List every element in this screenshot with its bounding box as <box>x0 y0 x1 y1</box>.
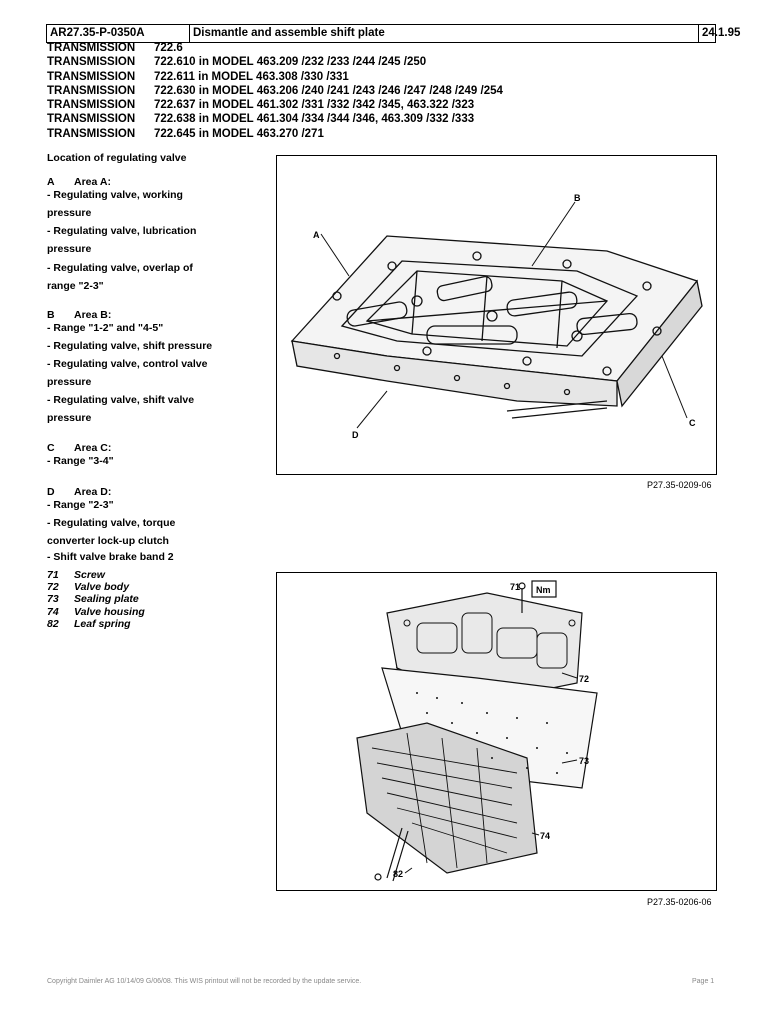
transmission-value: 722.6 <box>154 42 183 54</box>
area-d-line: - Range "2-3" <box>47 499 114 511</box>
assembly-figure: Nm 71 72 73 74 82 <box>276 572 717 891</box>
figure1-caption: P27.35-0209-06 <box>647 480 712 490</box>
assembly-drawing: Nm 71 72 73 74 82 <box>356 580 598 882</box>
transmission-row: TRANSMISSION 722.637 in MODEL 461.302 /33… <box>47 98 503 112</box>
callout-73: 73 <box>579 756 589 766</box>
area-d-line: converter lock-up clutch <box>47 535 169 547</box>
transmission-list: TRANSMISSION 722.6 TRANSMISSION 722.610 in… <box>47 41 503 141</box>
area-c-title-text: Area C: <box>74 442 112 454</box>
transmission-row: TRANSMISSION 722.6 <box>47 41 503 55</box>
area-a-line: - Regulating valve, working <box>47 189 183 201</box>
part-row: 73 Sealing plate <box>47 593 145 605</box>
area-b-line: - Regulating valve, control valve <box>47 358 208 370</box>
callout-74: 74 <box>540 831 550 841</box>
part-name: Screw <box>74 569 105 581</box>
area-a-line: pressure <box>47 243 92 255</box>
part-row: 71 Screw <box>47 569 145 581</box>
area-b-title: B Area B: <box>47 309 111 322</box>
shift-plate-figure: A B C D <box>276 155 717 475</box>
callout-71: 71 <box>510 582 520 592</box>
transmission-value: 722.610 in MODEL 463.209 /232 /233 /244 … <box>154 56 427 69</box>
transmission-row: TRANSMISSION 722.630 in MODEL 463.206 /24… <box>47 84 503 98</box>
callout-72: 72 <box>579 674 589 684</box>
figure2-caption: P27.35-0206-06 <box>647 897 712 907</box>
transmission-label: TRANSMISSION <box>47 84 136 97</box>
area-b-letter: B <box>47 309 55 321</box>
area-a-title-text: Area A: <box>74 176 111 188</box>
document-header: AR27.35-P-0350A Dismantle and assemble s… <box>46 24 741 43</box>
transmission-value: 722.611 in MODEL 463.308 /330 /331 <box>154 70 349 83</box>
copyright-footer: Copyright Daimler AG 10/14/09 G/06/08. T… <box>47 978 362 985</box>
torque-label: Nm <box>536 585 551 595</box>
torque-box <box>531 580 557 598</box>
callout-b: B <box>574 193 581 203</box>
part-row: 82 Leaf spring <box>47 618 145 630</box>
transmission-label: TRANSMISSION <box>47 113 136 126</box>
area-a-title: A Area A: <box>47 176 111 189</box>
area-a-line: - Regulating valve, lubrication <box>47 225 197 237</box>
part-number: 71 <box>47 569 59 581</box>
part-number: 72 <box>47 581 59 594</box>
transmission-row: TRANSMISSION 722.610 in MODEL 463.209 /23… <box>47 55 503 69</box>
parts-list: 71 Screw 72 Valve body 73 Sealing plate 74 V… <box>47 569 145 630</box>
part-name: Valve housing <box>74 605 145 618</box>
area-b-line: - Range "1-2" and "4-5" <box>47 322 164 334</box>
area-d-letter: D <box>47 486 55 498</box>
transmission-value: 722.630 in MODEL 463.206 /240 /241 /243 … <box>154 84 503 97</box>
area-a-letter: A <box>47 176 55 188</box>
callout-d: D <box>352 430 359 440</box>
part-row: 74 Valve housing <box>47 606 145 618</box>
doc-id: AR27.35-P-0350A <box>47 25 190 42</box>
part-number: 74 <box>47 605 59 618</box>
area-a-line: - Regulating valve, overlap of <box>47 262 193 274</box>
location-heading: Location of regulating valve <box>47 152 187 164</box>
part-name: Leaf spring <box>74 617 131 630</box>
transmission-label: TRANSMISSION <box>47 99 136 112</box>
area-c-line: - Range "3-4" <box>47 455 114 467</box>
area-a-line: pressure <box>47 207 92 219</box>
transmission-value: 722.637 in MODEL 461.302 /331 /332 /342 … <box>154 99 475 112</box>
area-d-title-text: Area D: <box>74 486 112 498</box>
area-c-letter: C <box>47 442 55 454</box>
area-d-title: D Area D: <box>47 486 111 499</box>
callout-a: A <box>313 230 320 240</box>
transmission-label: TRANSMISSION <box>47 70 136 83</box>
area-c-title: C Area C: <box>47 442 111 455</box>
transmission-value: 722.645 in MODEL 463.270 /271 <box>154 127 324 140</box>
transmission-row: TRANSMISSION 722.645 in MODEL 463.270 /27… <box>47 127 503 141</box>
transmission-label: TRANSMISSION <box>47 127 136 140</box>
part-name: Sealing plate <box>74 593 139 606</box>
area-b-line: - Regulating valve, shift valve <box>47 394 195 406</box>
area-d-line: - Shift valve brake band 2 <box>47 551 174 563</box>
transmission-row: TRANSMISSION 722.611 in MODEL 463.308 /33… <box>47 70 503 84</box>
part-name: Valve body <box>74 581 130 594</box>
part-number: 73 <box>47 593 59 606</box>
transmission-label: TRANSMISSION <box>47 56 136 69</box>
area-b-title-text: Area B: <box>74 309 112 321</box>
transmission-value: 722.638 in MODEL 461.304 /334 /344 /346,… <box>154 113 475 126</box>
part-row: 72 Valve body <box>47 581 145 593</box>
shift-plate-drawing: A B C D <box>290 193 703 440</box>
callout-c: C <box>689 418 696 428</box>
area-b-line: pressure <box>47 376 92 388</box>
area-b-line: - Regulating valve, shift pressure <box>47 340 213 352</box>
doc-date: 24.1.95 <box>702 27 741 39</box>
doc-title: Dismantle and assemble shift plate <box>190 25 699 42</box>
area-b-line: pressure <box>47 412 92 424</box>
part-number: 82 <box>47 617 59 630</box>
area-d-line: - Regulating valve, torque <box>47 517 176 529</box>
callout-82: 82 <box>393 869 403 879</box>
page-number: Page 1 <box>692 978 715 985</box>
area-a-line: range "2-3" <box>47 280 104 292</box>
transmission-label: TRANSMISSION <box>47 42 136 54</box>
transmission-row: TRANSMISSION 722.638 in MODEL 461.304 /33… <box>47 112 503 126</box>
